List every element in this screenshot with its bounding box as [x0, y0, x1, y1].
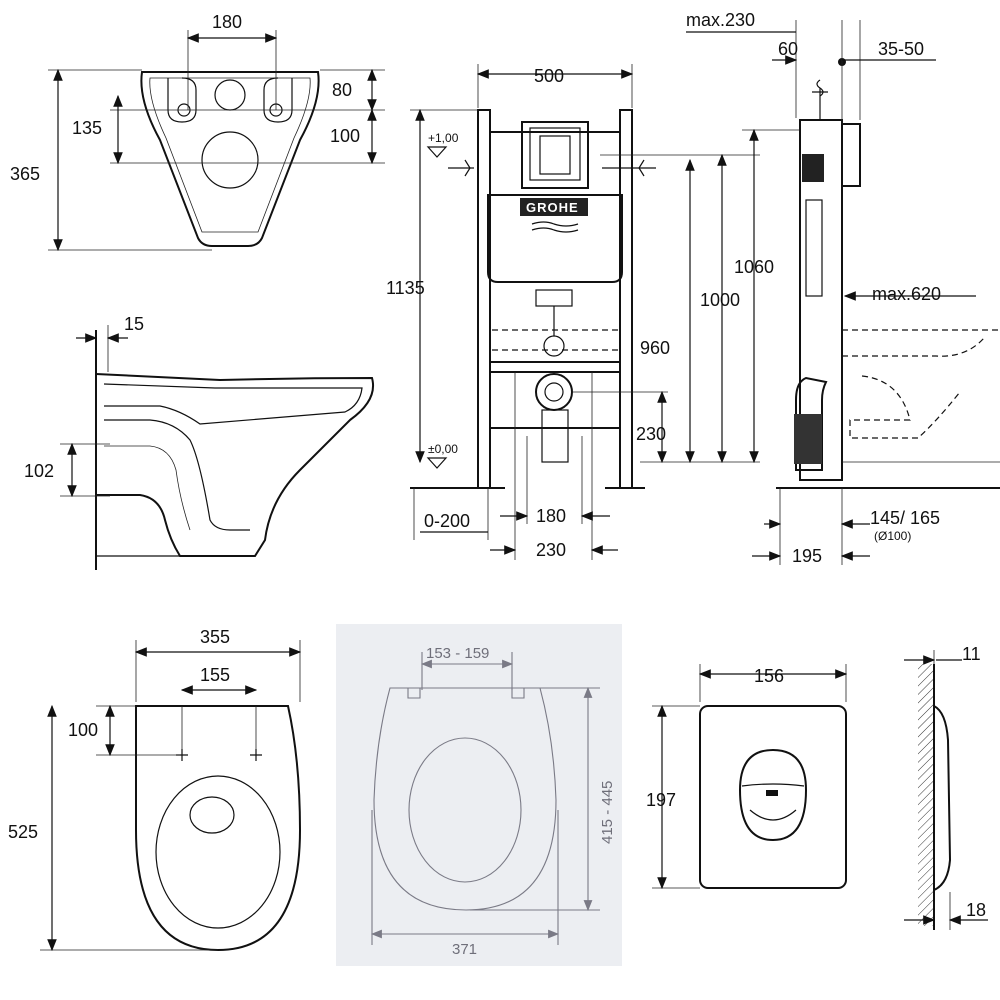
dim-plan-100: 100	[68, 720, 98, 740]
dim-plate-18: 18	[966, 900, 986, 920]
dim-side-max230: max.230	[686, 10, 755, 30]
dim-side-1060: 1060	[734, 257, 774, 277]
flush-plate-front: 156 197	[646, 664, 848, 890]
dim-frame-180: 180	[536, 506, 566, 526]
dim-side-diameter: (Ø100)	[874, 529, 911, 543]
dim-plan-155: 155	[200, 665, 230, 685]
level-zero: ±0,00	[428, 442, 458, 456]
dim-side-15: 15	[124, 314, 144, 334]
dim-side-145-165: 145/ 165	[870, 508, 940, 528]
grohe-logo: GROHE	[526, 200, 579, 215]
dim-bowl-hole-spacing: 180	[212, 12, 242, 32]
dim-side-35-50: 35-50	[878, 39, 924, 59]
dim-side-102: 102	[24, 461, 54, 481]
dim-seat-371: 371	[452, 941, 477, 958]
frame-side-view: max.230 60 35-50 1060 max.620 145/ 165 (…	[686, 10, 1000, 566]
dim-bowl-80: 80	[332, 80, 352, 100]
dim-frame-1000: 1000	[700, 290, 740, 310]
dim-plan-355: 355	[200, 627, 230, 647]
dim-seat-415-445: 415 - 445	[599, 781, 616, 844]
dim-frame-230-width: 230	[536, 540, 566, 560]
dim-plate-11: 11	[962, 644, 981, 664]
dim-plate-156: 156	[754, 666, 784, 686]
dim-plan-525: 525	[8, 822, 38, 842]
frame-front-view: GROHE 1135 +1,00 ±0,00 1000 960 230 500	[386, 64, 760, 560]
bowl-back-view: 180 80 100 135 365	[10, 12, 385, 252]
dim-frame-height-1135: 1135	[386, 278, 425, 298]
dim-bowl-depth-365: 365	[10, 164, 40, 184]
bowl-side-section: 15 102	[24, 314, 374, 570]
dim-side-60: 60	[778, 39, 798, 59]
dim-frame-0-200: 0-200	[424, 511, 470, 531]
dim-side-max620: max.620	[872, 284, 941, 304]
dim-frame-width-500: 500	[534, 66, 564, 86]
bowl-plan-view: 355 155 100 525	[8, 627, 302, 952]
dim-frame-960: 960	[640, 338, 670, 358]
dim-side-195: 195	[792, 546, 822, 566]
flush-plate-side: 11 18	[904, 644, 988, 930]
dim-frame-230-height: 230	[636, 424, 666, 444]
level-plus-100: +1,00	[428, 131, 459, 145]
dim-bowl-100: 100	[330, 126, 360, 146]
dim-plate-197: 197	[646, 790, 676, 810]
dim-bowl-135: 135	[72, 118, 102, 138]
dim-seat-153-159: 153 - 159	[426, 645, 489, 662]
seat-view: 153 - 159 415 - 445 371	[336, 624, 622, 966]
